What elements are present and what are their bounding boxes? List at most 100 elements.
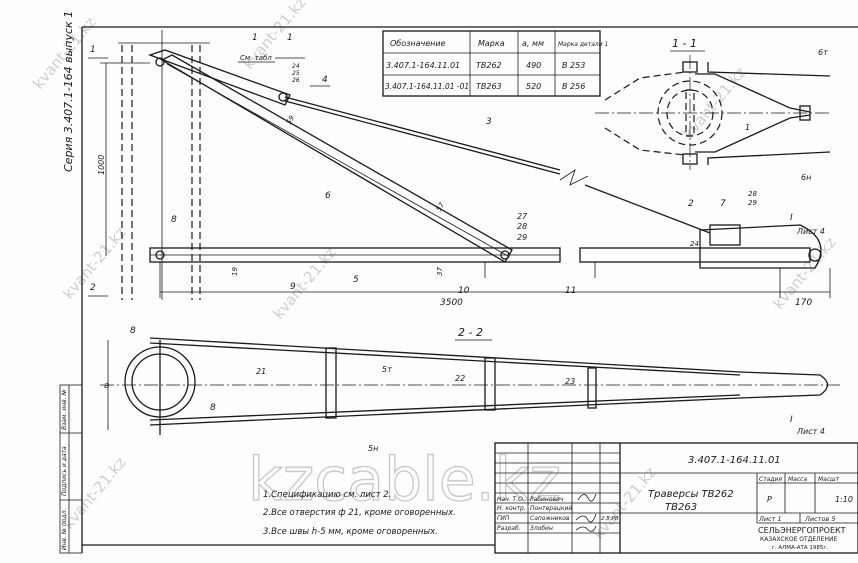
dim-57: 57 xyxy=(435,201,447,213)
part-note: См. табл xyxy=(240,54,272,62)
part-label: 25 xyxy=(292,70,300,77)
part-label: 27 xyxy=(517,212,528,221)
part-label: 9 xyxy=(290,282,296,292)
part-label: 24 xyxy=(292,63,300,70)
part-label: 6 xyxy=(325,191,331,201)
cut-label: 1 xyxy=(287,33,293,43)
notes: 1.Спецификацию см. лист 2. 2.Все отверст… xyxy=(263,490,456,537)
table-cell: В 253 xyxy=(562,61,585,70)
staff-name: Злобин xyxy=(530,525,553,532)
part-label: 26 xyxy=(292,77,300,84)
part-label: 6н xyxy=(801,173,811,182)
part-label: 23 xyxy=(565,377,575,386)
part-label: 4 xyxy=(322,75,328,85)
part-label: 7 xyxy=(720,199,726,209)
stamp-replaced-inv: Взам. инв. № xyxy=(61,389,68,430)
dim-19: 19 xyxy=(231,267,239,276)
organization-name: СЕЛЬЭНЕРГОПРОЕКТ xyxy=(758,526,846,535)
sheet-number: Лист 1 xyxy=(758,515,782,523)
table-cell: 490 xyxy=(526,61,541,70)
elevation-view: 1 2 1000 3500 170 xyxy=(88,30,831,308)
organization-city: г. АЛМА-АТА 1985г. xyxy=(772,545,828,551)
part-label: 28 xyxy=(748,190,757,198)
staff-role: ГИП xyxy=(497,515,510,522)
table-header: Марка xyxy=(478,39,505,48)
detail-ref: Лист 4 xyxy=(796,227,825,236)
section-title: 1 - 1 xyxy=(672,37,697,50)
a-dimension: a xyxy=(104,381,110,391)
stage-value: Р xyxy=(767,495,772,504)
detail-label: I xyxy=(790,213,793,223)
part-label: 11 xyxy=(565,286,576,296)
end-dimension: 170 xyxy=(795,298,812,308)
title-block: 3.407.1-164.11.01 Траверсы ТВ262 ТВ263 С… xyxy=(494,442,858,554)
cut-label: 2 xyxy=(90,283,96,293)
scale-label: Масшт xyxy=(818,476,840,483)
length-dimension: 3500 xyxy=(440,298,463,308)
staff-role: Нач. Т.О. xyxy=(497,496,525,503)
document-code: 3.407.1-164.11.01 xyxy=(688,455,781,466)
note-3: 3.Все швы h-5 мм, кроме оговоренных. xyxy=(263,527,438,537)
stamp-inv-number: Инв. № подл. xyxy=(61,509,68,550)
staff-name: Рабинович xyxy=(530,496,564,503)
section-2-2: 2 - 2 a 8 8 21 22 23 5т 5н I Лист 4 xyxy=(100,326,840,453)
table-header: Марка детали 1 xyxy=(558,41,608,48)
section-1-1: 1 - 1 6т 1 6н xyxy=(595,37,831,182)
staff-role: Н. контр. xyxy=(497,505,526,512)
scale-value: 1:10 xyxy=(835,495,853,504)
table-cell: 3.407.1-164.11.01 -01 xyxy=(385,82,469,91)
part-label: 29 xyxy=(517,233,527,242)
frame: Инв. № подл. Подпись и дата Взам. инв. №… xyxy=(59,11,858,554)
table-cell: В 256 xyxy=(562,82,585,91)
section-title: 2 - 2 xyxy=(458,326,483,339)
note-2: 2.Все отверстия ф 21, кроме оговоренных. xyxy=(263,508,456,518)
organization-branch: КАЗАХСКОЕ ОТДЕЛЕНИЕ xyxy=(760,536,837,543)
part-label: 22 xyxy=(455,374,465,383)
part-label: 1 xyxy=(745,123,750,132)
dim-37: 37 xyxy=(436,267,444,276)
part-label: 5 xyxy=(353,275,359,285)
part-label: 24 xyxy=(690,240,699,248)
series-label: Серия 3.407.1-164 выпуск 1 xyxy=(62,11,75,172)
watermark-text: kvant-21.kz xyxy=(59,454,129,533)
table-header: Обозначение xyxy=(390,39,446,48)
part-label: 29 xyxy=(748,199,757,207)
staff-name: Сапожников xyxy=(530,515,570,522)
height-dimension: 1000 xyxy=(97,155,106,175)
table-cell: ТВ262 xyxy=(476,61,502,70)
sheets-count: Листов 5 xyxy=(804,515,835,523)
part-label: 2 xyxy=(688,199,694,209)
document-title: ТВ263 xyxy=(665,502,697,513)
part-label: 8 xyxy=(130,326,136,336)
part-label: 8 xyxy=(210,403,216,413)
part-label: 8 xyxy=(171,215,177,225)
big-watermark: kzcable.kz xyxy=(248,445,561,515)
part-label: 5т xyxy=(382,365,392,374)
signatures xyxy=(575,493,597,532)
table-cell: 520 xyxy=(526,82,541,91)
part-label: 21 xyxy=(256,367,266,376)
table-cell: 3.407.1-164.11.01 xyxy=(386,61,460,70)
part-label: 1 xyxy=(252,33,258,43)
part-label: 10 xyxy=(458,286,470,296)
detail-ref: Лист 4 xyxy=(796,427,825,436)
cut-label: 1 xyxy=(90,45,96,55)
stage-label: Стадия xyxy=(759,476,782,483)
staff-name: Понтерацкий xyxy=(530,505,572,512)
table-header: a, мм xyxy=(522,39,544,48)
note-1: 1.Спецификацию см. лист 2. xyxy=(263,490,391,500)
sign-date: 2.5.РВ xyxy=(601,516,619,522)
part-label: 5н xyxy=(368,444,378,453)
part-label: 3 xyxy=(486,117,492,127)
document-title: Траверсы ТВ262 xyxy=(648,489,734,500)
dim-59: 59 xyxy=(285,114,297,126)
table-cell: ТВ263 xyxy=(476,82,502,91)
staff-role: Разраб. xyxy=(497,525,521,532)
marks-table: Обозначение Марка a, мм Марка детали 1 3… xyxy=(382,30,608,97)
mass-label: Масса xyxy=(788,476,807,483)
detail-label: I xyxy=(790,415,793,425)
part-label: 28 xyxy=(517,222,527,231)
part-label: 6т xyxy=(818,48,828,57)
